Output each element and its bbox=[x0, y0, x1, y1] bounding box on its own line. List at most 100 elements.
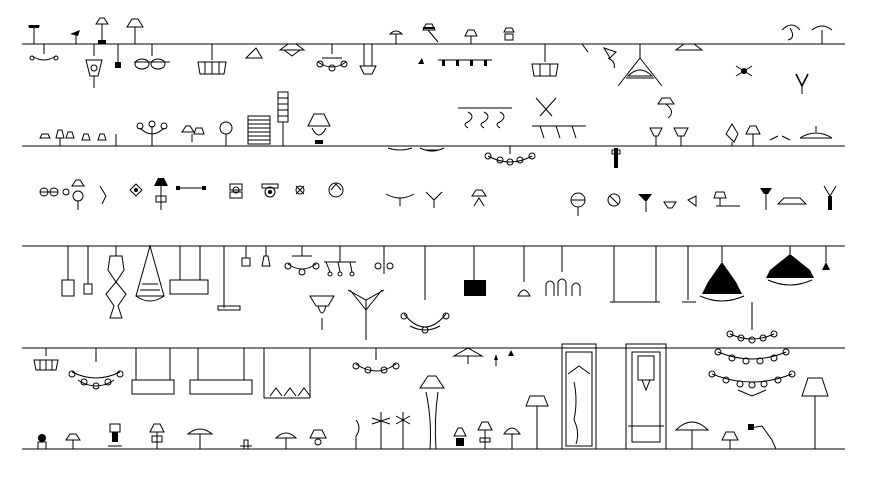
sconce-symbol bbox=[99, 185, 107, 205]
plant-lamp-symbol bbox=[37, 434, 47, 450]
chandelier-symbol bbox=[324, 246, 356, 277]
row-4-chandeliers-and-frames bbox=[33, 347, 514, 399]
chandelier-symbol bbox=[33, 348, 59, 371]
ceiling-fixture-symbol bbox=[799, 126, 833, 139]
pendant-symbol bbox=[735, 65, 753, 77]
sconce-symbol bbox=[261, 183, 279, 198]
row-4-wall-sconces bbox=[309, 289, 385, 340]
lamp-symbol bbox=[781, 24, 801, 41]
pendant-symbol bbox=[29, 44, 59, 61]
lamp-symbol bbox=[673, 127, 689, 146]
pendant-symbol bbox=[61, 246, 75, 297]
chandelier-symbol bbox=[766, 246, 814, 286]
chandelier-symbol bbox=[68, 348, 124, 390]
pendant-symbol bbox=[419, 147, 445, 152]
lamp-symbol bbox=[811, 25, 833, 44]
sconce-symbol bbox=[229, 183, 243, 199]
frame-pendant-symbol bbox=[189, 348, 253, 395]
panel-lamp-symbol bbox=[625, 343, 667, 450]
sconce-symbol bbox=[309, 295, 335, 330]
floor-lamp-symbol bbox=[674, 421, 710, 449]
lamp-symbol bbox=[503, 27, 515, 41]
chandelier-tier-1 bbox=[729, 333, 775, 340]
sconce-symbol bbox=[328, 182, 344, 198]
table-lamp-symbol bbox=[65, 433, 81, 449]
pendant-symbol bbox=[682, 246, 696, 303]
pendant-symbol bbox=[244, 47, 263, 59]
row-3-ceiling-pendants bbox=[61, 244, 830, 334]
floor-lamp-symbol bbox=[419, 375, 445, 450]
lamp-symbol bbox=[388, 30, 404, 44]
chandelier-symbol bbox=[197, 44, 227, 75]
chandelier-symbol bbox=[134, 44, 170, 70]
desk-lamp-symbol bbox=[748, 424, 777, 450]
sconce-symbol bbox=[663, 195, 697, 209]
tall-panel-lamps bbox=[561, 343, 667, 450]
candelabra-symbol bbox=[136, 120, 168, 146]
pendant-symbol bbox=[674, 43, 704, 51]
chandelier-symbol bbox=[531, 44, 559, 77]
table-lamp-symbol bbox=[108, 423, 122, 447]
floor-lamp-symbol bbox=[525, 395, 549, 449]
floor-lamp-symbol bbox=[395, 412, 411, 449]
pendant-symbol bbox=[545, 246, 581, 296]
sconce-symbol bbox=[570, 192, 586, 216]
row-1-hanging-lamps bbox=[29, 43, 809, 94]
sconce-symbol bbox=[638, 194, 652, 212]
floor-lamp-symbol bbox=[355, 419, 360, 449]
pendant-symbol bbox=[452, 347, 484, 364]
table-lamp-symbol bbox=[149, 423, 165, 449]
sconce-symbol bbox=[471, 189, 487, 207]
sconce-symbol bbox=[39, 187, 70, 197]
lamp-symbol bbox=[657, 97, 675, 119]
lamp-symbol bbox=[126, 18, 144, 44]
chandelier-symbol bbox=[316, 44, 348, 72]
sconce-symbol bbox=[607, 193, 621, 207]
track-light-symbol bbox=[532, 97, 586, 139]
sconce-symbol bbox=[713, 191, 740, 207]
column-lamp-symbol bbox=[277, 91, 289, 146]
sconce-symbol bbox=[385, 193, 415, 206]
pendant-symbol bbox=[105, 246, 127, 319]
pendant-symbol bbox=[617, 44, 663, 87]
frame-pendant-symbol bbox=[610, 246, 660, 303]
sconce-symbol bbox=[295, 185, 305, 195]
table-lamp-symbol bbox=[307, 113, 331, 144]
lamp-symbol bbox=[39, 129, 117, 146]
pendant-symbol bbox=[822, 246, 830, 270]
floor-lamp-symbol bbox=[371, 412, 391, 449]
pendant-symbol bbox=[85, 44, 103, 88]
sconce-symbol bbox=[129, 183, 143, 197]
table-lamp-symbol bbox=[309, 429, 327, 446]
pendant-symbol bbox=[387, 147, 413, 151]
table-lamp-symbol bbox=[240, 439, 252, 450]
pendant-symbol bbox=[169, 246, 209, 295]
pendant-symbol bbox=[241, 246, 251, 267]
table-lamp-symbol bbox=[721, 431, 739, 449]
row-3-wall-sconces bbox=[39, 178, 837, 216]
lamp-symbol bbox=[28, 25, 40, 44]
chandelier-symbol bbox=[484, 146, 536, 166]
sconce-symbol bbox=[347, 289, 385, 340]
table-lamp-symbol bbox=[274, 432, 298, 449]
sconce-symbol bbox=[425, 191, 443, 208]
row-2-wall-lamps bbox=[39, 91, 833, 146]
chandelier-tier-2 bbox=[717, 351, 787, 360]
pendant-symbol bbox=[611, 148, 621, 168]
pendant-symbol bbox=[278, 43, 306, 57]
pendant-symbol bbox=[115, 44, 121, 68]
table-lamp-symbol bbox=[186, 428, 214, 449]
row-1-table-lamps bbox=[28, 17, 833, 44]
table-lamp-symbol bbox=[503, 427, 521, 449]
pendant-symbol bbox=[795, 73, 809, 94]
pendant-symbol bbox=[494, 350, 514, 366]
row-5-floor-and-table-lamps bbox=[37, 375, 829, 450]
lamp-symbol bbox=[70, 30, 80, 44]
lamp-symbol bbox=[181, 125, 205, 142]
frame-pendant-symbol bbox=[131, 348, 175, 395]
pendant-symbol bbox=[464, 246, 486, 296]
grand-chandelier bbox=[708, 302, 796, 397]
sconce-symbol bbox=[760, 188, 808, 210]
